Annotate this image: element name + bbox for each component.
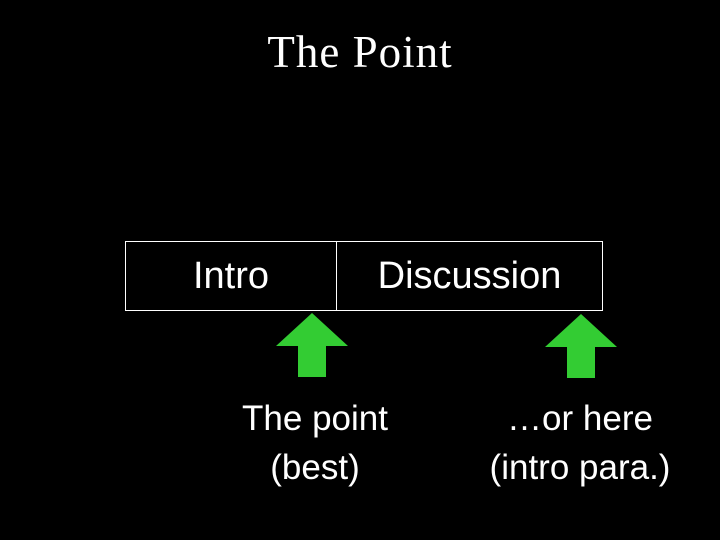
table-cell-discussion[interactable]: Discussion bbox=[336, 241, 603, 311]
caption-right-line1: …or here bbox=[507, 399, 653, 438]
caption-right: …or here (intro para.) bbox=[440, 394, 720, 492]
table-row: Intro Discussion bbox=[125, 241, 603, 311]
page-title: The Point bbox=[267, 27, 453, 77]
caption-left: The point (best) bbox=[175, 394, 455, 492]
caption-right-line2: (intro para.) bbox=[489, 448, 671, 487]
caption-left-line1: The point bbox=[242, 399, 388, 438]
up-arrow-icon-left bbox=[276, 313, 348, 377]
caption-left-line2: (best) bbox=[270, 448, 360, 487]
structure-table: Intro Discussion bbox=[125, 241, 603, 311]
table-cell-intro[interactable]: Intro bbox=[125, 241, 337, 311]
up-arrow-icon-right bbox=[545, 314, 617, 378]
